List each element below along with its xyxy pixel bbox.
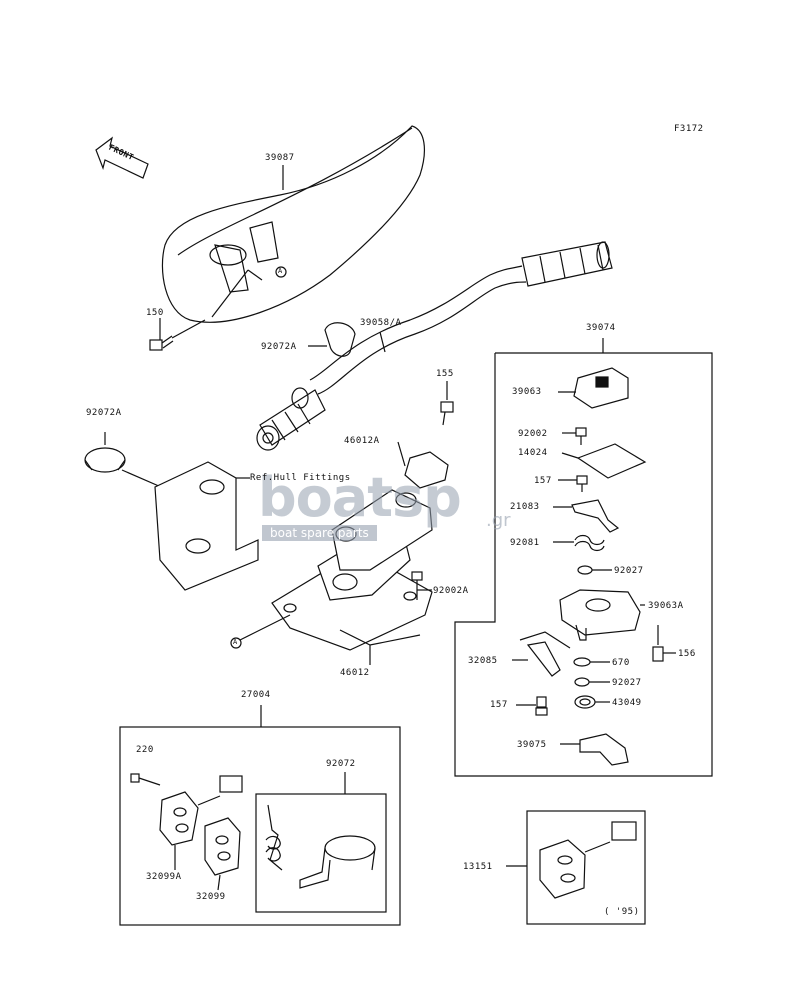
part-43049[interactable]: 43049 [612,698,642,708]
lever-32085-drawing [512,631,571,677]
watermark-subtitle: boat spare parts [262,525,377,541]
part-157-upper[interactable]: 157 [534,476,552,486]
handlebar-pad-drawing [161,125,426,323]
part-21083[interactable]: 21083 [510,502,540,512]
part-39087[interactable]: 39087 [265,153,295,163]
screw-220-drawing [130,773,161,786]
part-39063[interactable]: 39063 [512,387,542,397]
part-92072a-top[interactable]: 92072A [261,342,297,352]
plate-14024-drawing [561,443,647,479]
screw-92002-drawing [562,427,587,445]
part-92002[interactable]: 92002 [518,429,548,439]
throttle-lever-39075 [560,733,629,766]
washer-92027-upper [577,565,612,575]
part-32099a[interactable]: 32099A [146,872,182,882]
part-39058a[interactable]: 39058/A [360,318,402,328]
seal-43049-drawing [574,695,610,709]
part-156[interactable]: 156 [678,649,696,659]
switch-32099a-drawing [159,775,243,870]
part-46012a[interactable]: 46012A [344,436,380,446]
part-92027-lower[interactable]: 92027 [612,678,642,688]
switch-assembly-box-39074 [454,338,713,777]
part-13151[interactable]: 13151 [463,862,493,872]
watermark-logo: boatsp [258,466,462,529]
part-39063a[interactable]: 39063A [648,601,684,611]
bolt-155-drawing [440,381,454,426]
bolt-157-lower [516,696,548,716]
part-670[interactable]: 670 [612,658,630,668]
bolt-157-upper [558,475,588,492]
clamp-wire-92072-drawing [265,772,376,889]
part-92081[interactable]: 92081 [510,538,540,548]
part-32099[interactable]: 32099 [196,892,226,902]
part-46012[interactable]: 46012 [340,668,370,678]
watermark-suffix: .gr [486,510,511,531]
front-arrow-icon [95,136,149,179]
wire-sub-box [255,793,387,913]
part-220[interactable]: 220 [136,745,154,755]
part-92002a[interactable]: 92002A [433,586,469,596]
ref-circle-a-bottom [230,637,242,649]
part-150[interactable]: 150 [146,308,164,318]
switch-housing-39063a [559,589,645,641]
bolt-156-drawing [652,625,676,662]
part-39075[interactable]: 39075 [517,740,547,750]
figure-code: F3172 [674,124,704,134]
part-14024[interactable]: 14024 [518,448,548,458]
part-92072[interactable]: 92072 [326,759,356,769]
ref-a-top: A [278,267,283,275]
handlebar-drawing [256,241,613,451]
spring-92081-drawing [553,534,605,552]
bolt-150-drawing [149,319,206,351]
contact-21083-drawing [553,499,620,533]
ref-circle-a-top [275,266,287,278]
part-157-lower[interactable]: 157 [490,700,508,710]
part-32085[interactable]: 32085 [468,656,498,666]
bolt-92002a-drawing [411,571,432,600]
part-92072a-left[interactable]: 92072A [86,408,122,418]
clamp-band-92072a-top [308,322,356,357]
revision-note: ( '95) [604,907,640,917]
leader-lines [159,165,386,353]
part-39074[interactable]: 39074 [586,323,616,333]
washer-92027-lower [574,677,610,687]
part-27004[interactable]: 27004 [241,690,271,700]
part-92027-upper[interactable]: 92027 [614,566,644,576]
steering-mount-46012 [239,489,433,665]
ref-a-bottom: A [233,638,238,646]
switch-kit-box-27004 [119,705,401,926]
ref-hull-fittings: Ref.Hull Fittings [250,473,351,483]
o-ring-670-drawing [573,657,610,667]
switch-cover-39063 [558,367,629,409]
hull-bracket-drawing [154,461,259,591]
clamp-cap-46012a [397,441,449,489]
clamp-band-92072a-left [84,432,169,491]
part-155[interactable]: 155 [436,369,454,379]
switch-32099-drawing [204,817,241,891]
switch-box-13151 [506,810,646,925]
